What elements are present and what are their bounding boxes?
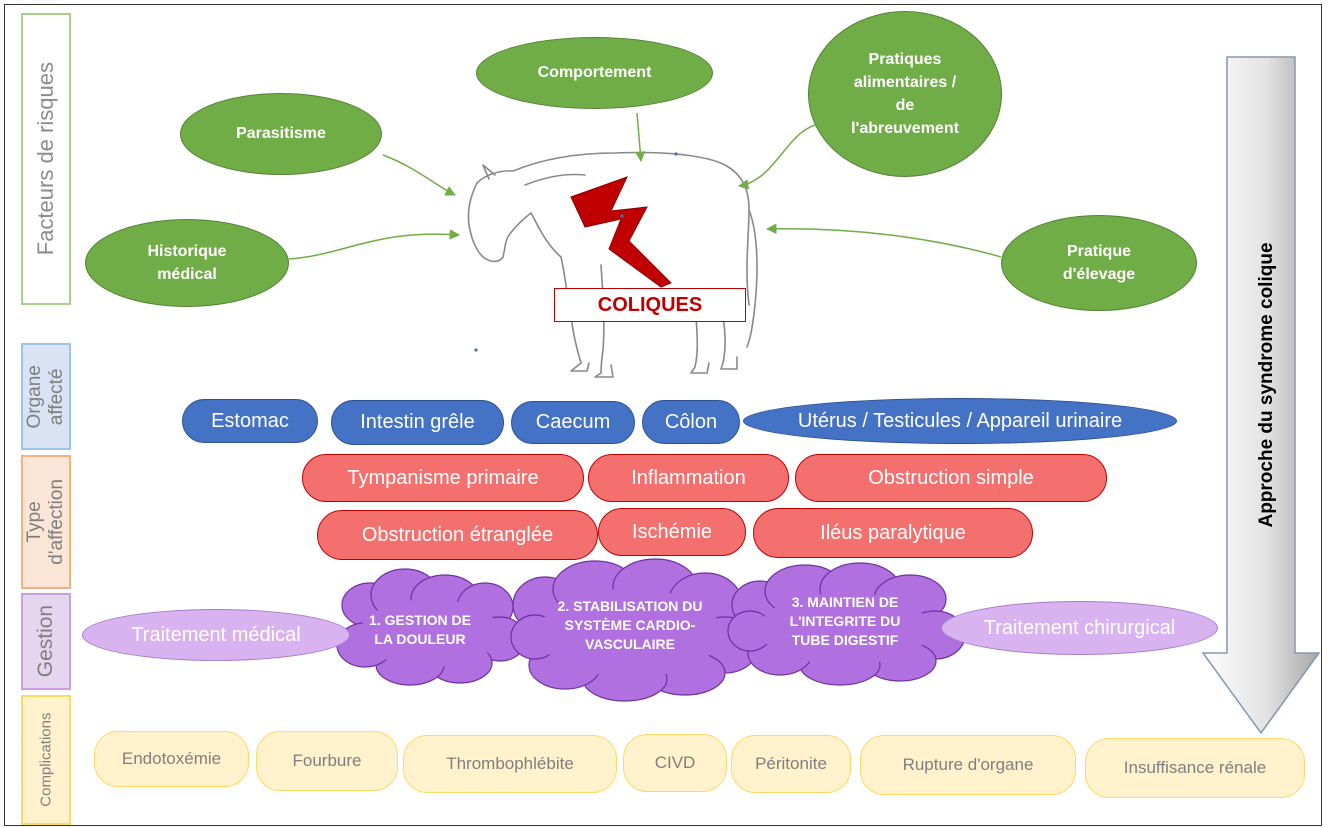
risk-pratiques-line4: l'abreuvement <box>851 120 959 138</box>
dot <box>474 348 478 352</box>
diagram-graphics <box>288 56 1321 735</box>
risk-pratiques-line3: de <box>895 97 915 114</box>
gestion-step3-line2: L'INTEGRITE DU <box>789 612 901 629</box>
pain-lightning-icon <box>570 176 672 288</box>
complication-endotoxemie: Endotoxémie <box>94 731 249 787</box>
gestion-step1-line2: LA DOULEUR <box>374 630 466 647</box>
affection-obstruction-simple: Obstruction simple <box>795 454 1107 502</box>
coliques-label: COLIQUES <box>554 288 746 322</box>
affection-ileus-paralytique: Iléus paralytique <box>753 508 1033 558</box>
gestion-step2-line1: 2. STABILISATION DU <box>557 598 703 614</box>
risk-pratiques-line1: Pratiques <box>868 50 942 68</box>
affection-ischemie: Ischémie <box>598 508 746 556</box>
risk-parasitisme: Parasitisme <box>180 93 382 175</box>
arrow-elevage <box>765 223 1002 258</box>
gestion-step1-line1: 1. GESTION DE <box>369 612 471 628</box>
risk-pratiques-alimentaires: Pratiques alimentaires / de l'abreuvemen… <box>808 11 1002 177</box>
arrow-pratiques <box>737 124 816 190</box>
risk-elevage-line1: Pratique <box>1066 242 1131 260</box>
risk-pratiques-line2: alimentaires / <box>853 73 957 91</box>
organ-intestin-grele: Intestin grêle <box>331 400 504 445</box>
complication-peritonite: Péritonite <box>731 735 851 793</box>
risk-historique-medical: Historique médical <box>85 219 289 307</box>
gestion-step2-line2: SYSTÈME CARDIO- <box>564 616 696 633</box>
gestion-step2: 2. STABILISATION DU SYSTÈME CARDIO- VASC… <box>535 597 725 654</box>
risk-comportement: Comportement <box>476 37 713 109</box>
cloud-step2 <box>510 558 760 702</box>
risk-elevage-line2: d'élevage <box>1062 266 1136 283</box>
arrow-parasitisme <box>382 154 456 196</box>
cloud-step3 <box>727 562 966 686</box>
gestion-step3-line1: 3. MAINTIEN DE <box>791 594 899 610</box>
affection-inflammation: Inflammation <box>588 454 789 502</box>
organ-uterus-testicules: Utérus / Testicules / Appareil urinaire <box>743 398 1177 444</box>
gestion-step1: 1. GESTION DE LA DOULEUR <box>349 611 491 649</box>
affection-tympanisme: Tympanisme primaire <box>302 454 584 502</box>
affection-obstruction-etranglee: Obstruction étranglée <box>317 510 598 560</box>
complication-fourbure: Fourbure <box>256 731 398 791</box>
gestion-traitement-medical: Traitement médical <box>82 609 350 661</box>
approach-label: Approche du syndrome colique <box>1256 242 1277 528</box>
complication-civd: CIVD <box>623 734 727 792</box>
complication-thrombophlebite: Thrombophlébite <box>403 735 617 793</box>
category-complications: Complications <box>21 695 71 825</box>
complication-insuffisance-renale: Insuffisance rénale <box>1085 738 1305 798</box>
category-risk-factors: Facteurs de risques <box>21 13 71 305</box>
organ-estomac: Estomac <box>182 399 318 443</box>
gestion-traitement-chirurgical: Traitement chirurgical <box>941 601 1218 655</box>
risk-pratique-elevage: Pratique d'élevage <box>1001 215 1197 311</box>
category-gestion: Gestion <box>21 593 71 690</box>
gestion-step3: 3. MAINTIEN DE L'INTEGRITE DU TUBE DIGES… <box>765 593 925 650</box>
risk-comportement-label: Comportement <box>537 64 652 82</box>
dot <box>674 152 678 156</box>
risk-parasitisme-label: Parasitisme <box>236 125 326 143</box>
gestion-step3-line3: TUBE DIGESTIF <box>791 631 899 648</box>
complication-rupture-organe: Rupture d'organe <box>860 735 1076 795</box>
dot <box>620 214 624 218</box>
organ-colon: Côlon <box>642 400 740 444</box>
approach-arrow <box>1201 56 1321 735</box>
arrow-comportement <box>634 112 646 163</box>
arrow-historique <box>288 229 461 260</box>
organ-caecum: Caecum <box>511 401 635 444</box>
risk-historique-line1: Historique <box>147 242 227 260</box>
risk-historique-line2: médical <box>157 266 217 283</box>
gestion-step2-line3: VASCULAIRE <box>585 635 675 652</box>
